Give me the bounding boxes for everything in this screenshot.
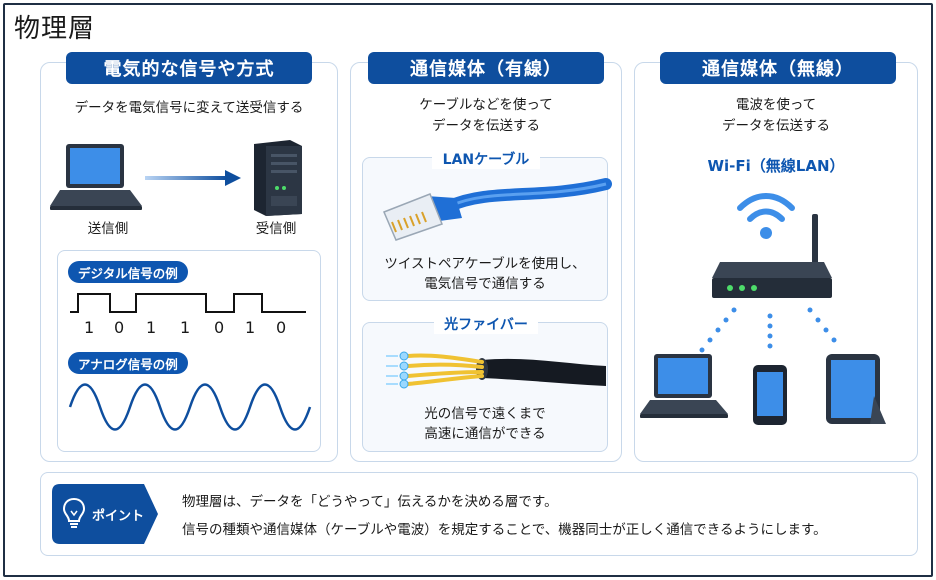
smartphone-icon (753, 365, 787, 425)
point-text-line2: 信号の種類や通信媒体（ケーブルや電波）を規定することで、機器同士が正しく通信でき… (182, 522, 827, 538)
outer-frame (3, 3, 933, 577)
wireless-description-line2: データを伝送する (722, 118, 830, 134)
server-receiver-icon (254, 140, 302, 216)
laptop-client-icon (640, 354, 728, 418)
page-title: 物理層 (14, 14, 96, 44)
wifi-signal-icon (737, 193, 795, 239)
analog-signal-label: アナログ信号の例 (68, 352, 188, 374)
fiber-text-line1: 光の信号で遠くまで (424, 406, 546, 422)
optical-fiber-icon (386, 351, 606, 389)
bit-3: 1 (180, 318, 191, 337)
bit-1: 0 (114, 318, 125, 337)
wired-description-line1: ケーブルなどを使って (419, 97, 553, 113)
wireless-dots-icon (699, 307, 837, 353)
wifi-label: Wi-Fi（無線LAN） (707, 157, 845, 175)
section-heading-electrical: 電気的な信号や方式 (66, 52, 312, 84)
sender-label: 送信側 (87, 221, 129, 237)
bit-4: 0 (214, 318, 225, 337)
digital-signal-label: デジタル信号の例 (68, 261, 188, 283)
point-text-line1: 物理層は、データを「どうやって」伝えるかを決める層です。 (182, 494, 558, 510)
digital-signal-wave (70, 293, 306, 313)
bit-5: 1 (245, 318, 256, 337)
lan-cable-title: LANケーブル (432, 149, 540, 169)
receiver-label: 受信側 (255, 221, 297, 237)
bit-0: 1 (84, 318, 95, 337)
wireless-description-line1: 電波を使って (735, 97, 817, 113)
laptop-sender-icon (50, 144, 142, 210)
lan-cable-icon (383, 178, 612, 241)
lan-text-line2: 電気信号で通信する (424, 276, 546, 292)
fiber-text-line2: 高速に通信ができる (424, 426, 546, 442)
point-tag-label: ポイント (92, 509, 145, 524)
lan-text-line1: ツイストペアケーブルを使用し、 (384, 256, 586, 272)
bit-2: 1 (146, 318, 157, 337)
analog-signal-wave (68, 383, 312, 431)
router-icon (712, 214, 832, 298)
point-summary-box (40, 472, 918, 556)
section-heading-wired: 通信媒体（有線） (368, 52, 604, 84)
transmission-arrow-icon (145, 170, 241, 186)
tablet-icon (826, 354, 886, 424)
lightbulb-icon (62, 497, 86, 528)
wired-description-line2: データを伝送する (432, 118, 540, 134)
electrical-description: データを電気信号に変えて送受信する (74, 100, 304, 116)
optical-fiber-title: 光ファイバー (434, 314, 538, 334)
section-heading-wireless: 通信媒体（無線） (660, 52, 896, 84)
signal-examples-box (57, 250, 321, 452)
bit-6: 0 (276, 318, 287, 337)
